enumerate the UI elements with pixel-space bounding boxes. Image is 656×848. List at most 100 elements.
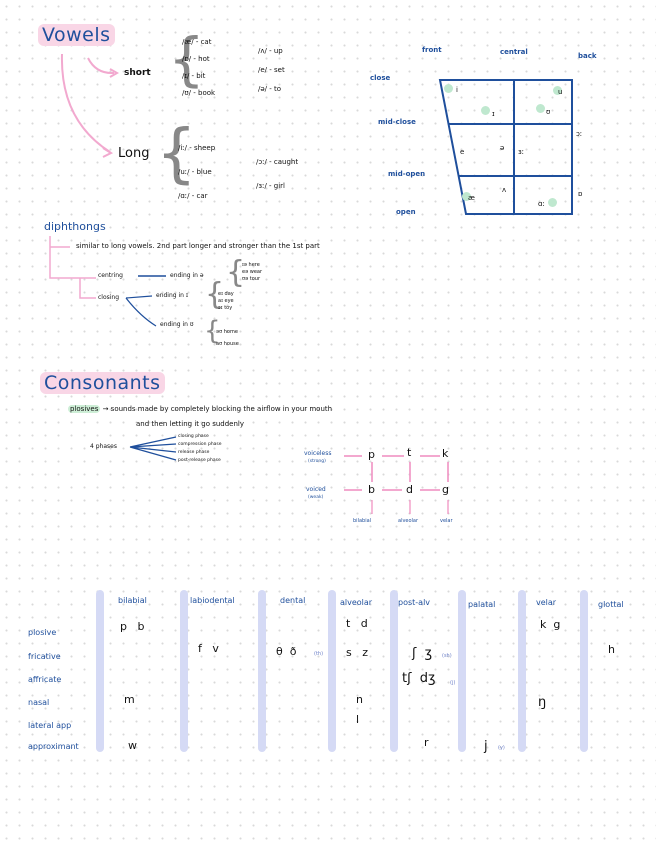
vowel-dot (481, 106, 490, 115)
short-vowels-label: short (124, 68, 151, 78)
vowel-dot (444, 84, 453, 93)
vowel-chart-col-front: front (422, 46, 442, 54)
vowel-chart-row-mid-open: mid-open (388, 170, 426, 178)
short-vowels-left: /æ/ - cat /ɒ/ - hot /ɪ/ - bit /ʊ/ - book (182, 34, 215, 102)
table-row-header: approximant (28, 742, 79, 751)
diphthong-item: eə wear (242, 269, 263, 275)
table-cell: r (424, 736, 429, 749)
plosives-term: plosives (68, 405, 101, 413)
diphthong-item: ɪə here (242, 262, 260, 268)
closing-i-brace: { (205, 277, 225, 312)
short-vowel-item: /e/ - set (258, 66, 285, 74)
table-cell: ʃ ʒ (412, 646, 433, 661)
column-divider (580, 590, 588, 752)
plosives-definition: plosives → sounds made by completely blo… (68, 405, 332, 413)
column-divider (96, 590, 104, 752)
table-cell: s z (346, 646, 368, 659)
short-vowel-item: /ʊ/ - book (182, 89, 216, 97)
plosive-symbol: k (442, 447, 449, 460)
voiced-sublabel: (weak) (308, 495, 324, 500)
column-divider (328, 590, 336, 752)
column-divider (458, 590, 466, 752)
table-col-header: bilabial (118, 596, 147, 605)
plosive-place-label: velar (440, 518, 453, 524)
long-vowel-item: /uː/ - blue (178, 168, 212, 176)
voiceless-label: voiceless (304, 450, 332, 457)
table-cell: t d (346, 617, 368, 630)
table-cell-note: (y) (498, 745, 505, 751)
vowel-symbol: ə (500, 144, 505, 152)
plosive-symbol: b (368, 483, 375, 496)
vowel-dot (548, 198, 557, 207)
consonants-heading: Consonants (40, 372, 165, 394)
table-row-header: plosive (28, 628, 57, 637)
centring-items: ɪə here eə wear ʊə tour (242, 262, 262, 283)
short-vowels-right: /ʌ/ - up /e/ - set /ə/ - to (258, 42, 285, 99)
phase-item: post-release phase (178, 458, 221, 463)
phase-item: closing phase (178, 434, 209, 439)
table-cell: p b (120, 620, 145, 633)
plosive-symbol: p (368, 448, 375, 461)
vowel-chart-row-close: close (370, 74, 391, 82)
long-vowels-right: /ɔː/ - caught /ɜː/ - girl (256, 150, 298, 198)
table-col-header: dental (280, 596, 306, 605)
plosives-def-line1: → sounds made by completely blocking the… (102, 405, 333, 413)
diphthong-item: aʊ house (216, 341, 239, 347)
centring-rule: ending in ə (170, 272, 204, 279)
diphthong-item: əʊ home (216, 329, 238, 335)
diphthong-item: ʊə tour (242, 276, 260, 282)
vowel-symbol: e (460, 148, 465, 156)
vowels-heading: Vowels (38, 24, 115, 46)
closing-u-rule: ending in ʊ (160, 321, 194, 328)
vowel-dot (462, 192, 471, 201)
vowel-symbol: æ (468, 194, 475, 202)
vowel-symbol: ɔː (576, 130, 583, 138)
table-col-header: alveolar (340, 598, 373, 607)
table-col-header: palatal (468, 600, 496, 609)
table-col-header: glottal (598, 600, 624, 609)
diphthong-item: ɔɪ toy (218, 305, 233, 311)
short-brace: { (168, 25, 205, 93)
table-cell: w (128, 739, 137, 752)
vowel-symbol: ɑː (538, 200, 545, 208)
long-vowel-item: /ɔː/ - caught (256, 158, 299, 166)
centring-brace: { (226, 255, 246, 290)
plosive-symbol: g (442, 483, 449, 496)
column-divider (258, 590, 266, 752)
vowel-chart-col-central: central (500, 48, 528, 56)
plosive-symbol: t (407, 446, 412, 459)
column-divider (518, 590, 526, 752)
long-vowel-item: /ɑː/ - car (178, 192, 208, 200)
centring-label: centring (98, 272, 123, 279)
diphthongs-heading: diphthongs (44, 220, 106, 233)
vowel-dot (553, 86, 562, 95)
long-vowel-item: /iː/ - sheep (178, 144, 216, 152)
table-cell: ŋ (538, 695, 547, 710)
plosives-def-line2: and then letting it go suddenly (136, 420, 245, 428)
table-col-header: labiodental (190, 596, 235, 605)
table-cell-note: (j) (450, 680, 456, 686)
table-col-header: velar (536, 598, 557, 607)
table-row-header: lateral app (28, 721, 72, 730)
short-vowel-item: /ʌ/ - up (258, 47, 283, 55)
vowel-chart-col-back: back (578, 52, 597, 60)
short-vowel-item: /ɪ/ - bit (182, 72, 206, 80)
closing-i-rule: ending in ɪ (156, 292, 189, 299)
vowel-symbol: u (558, 88, 563, 96)
closing-u-brace: { (204, 316, 221, 346)
voiceless-sublabel: (strong) (308, 459, 326, 464)
diphthongs-description: similar to long vowels. 2nd part longer … (76, 242, 320, 250)
long-brace: { (156, 117, 197, 191)
vowel-symbol: ʌ (502, 186, 507, 194)
long-vowels-label: Long (118, 146, 150, 161)
vowel-symbol: ɜː (518, 148, 525, 156)
phases-label: 4 phases (90, 443, 117, 450)
table-cell: θ ð (276, 645, 297, 658)
column-divider (390, 590, 398, 752)
table-cell: j (484, 739, 488, 754)
phase-item: release phase (178, 450, 210, 455)
table-cell: k g (540, 618, 561, 631)
long-vowel-item: /ɜː/ - girl (256, 182, 285, 190)
table-cell: m (124, 693, 135, 706)
